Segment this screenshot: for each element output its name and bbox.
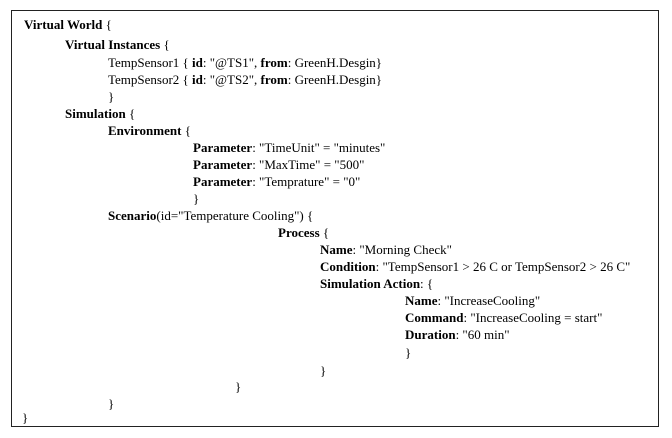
keyword: Simulation [65,106,126,121]
process-field-line: Name: "Morning Check" [320,242,452,257]
keyword: Condition [320,259,376,274]
process-field-line: Simulation Action: { [320,276,434,291]
keyword: Name [320,242,353,257]
action-field-line: Command: "IncreaseCooling = start" [405,310,603,325]
instance-line: TempSensor1 { id: "@TS1", from: GreenH.D… [108,55,383,70]
process-line: Process { [278,225,330,240]
keyword: Process [278,225,320,240]
closing-brace: } [320,363,327,378]
scenario-line: Scenario(id="Temperature Cooling") { [108,208,314,223]
keyword: Parameter [193,157,253,172]
keyword: from [260,72,288,87]
parameter-line: Parameter: "Temprature" = "0" [193,174,361,189]
parameter-line: Parameter: "MaxTime" = "500" [193,157,365,172]
virtual-instances-line: Virtual Instances { [65,37,170,52]
action-field-line: Name: "IncreaseCooling" [405,293,541,308]
action-field-line: Duration: "60 min" [405,327,510,342]
keyword: Virtual World [24,17,103,32]
parameter-line: Parameter: "TimeUnit" = "minutes" [193,140,386,155]
process-field-line: Condition: "TempSensor1 > 26 C or TempSe… [320,259,631,274]
closing-brace: } [235,379,242,394]
keyword: Parameter [193,140,253,155]
keyword: Simulation Action [320,276,421,291]
closing-brace: } [405,345,412,360]
closing-brace: } [193,191,200,206]
keyword: Duration [405,327,456,342]
keyword: Name [405,293,438,308]
closing-brace: } [22,410,29,425]
keyword: from [260,55,288,70]
code-listing-frame [11,10,659,427]
keyword: id [192,55,203,70]
instance-line: TempSensor2 { id: "@TS2", from: GreenH.D… [108,72,383,87]
closing-brace: } [108,89,115,104]
keyword: Parameter [193,174,253,189]
simulation-line: Simulation { [65,106,136,121]
virtual-world-line: Virtual World { [24,17,112,32]
keyword: Scenario [108,208,157,223]
keyword: id [192,72,203,87]
closing-brace: } [108,396,115,411]
keyword: Command [405,310,464,325]
keyword: Environment [108,123,182,138]
keyword: Virtual Instances [65,37,161,52]
environment-line: Environment { [108,123,191,138]
